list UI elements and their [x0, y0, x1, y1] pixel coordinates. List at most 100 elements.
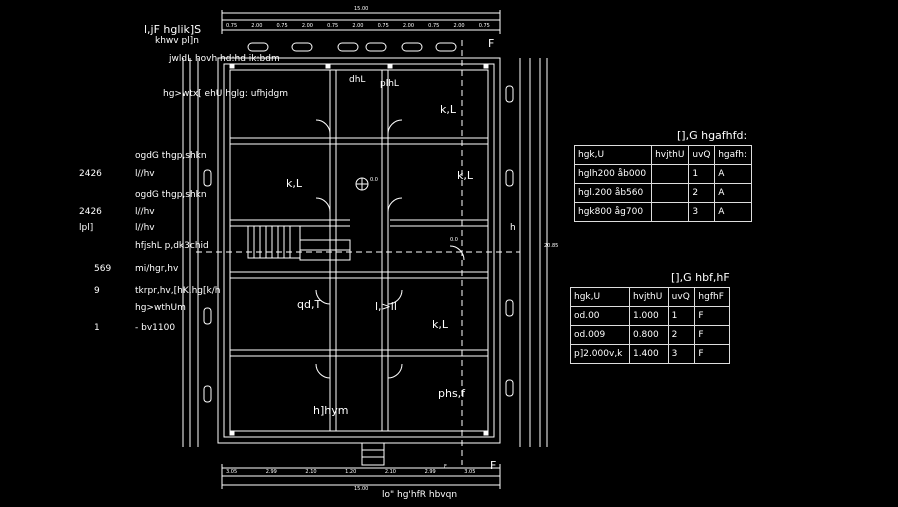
schedule-cell: 2	[688, 183, 716, 203]
legend-title: l,jF hglik]S	[144, 23, 202, 36]
dimension-label: 0.75	[428, 23, 440, 29]
section-marker-bottom-right: F	[490, 459, 497, 472]
dimension-label: 2.00	[402, 23, 415, 29]
dimension-label: 2.00	[352, 23, 364, 29]
room-label-lower-left: qd,T	[297, 298, 322, 311]
schedule-cell: A	[714, 164, 752, 184]
level-tag-2: 0.0	[450, 237, 458, 243]
dimension-label: 0.75	[478, 23, 490, 29]
legend-item-label: hg>wthUm	[135, 303, 186, 313]
legend-item-label: l//hv	[135, 207, 155, 217]
legend-item-label: ogdG thgp,shkn	[135, 190, 207, 200]
schedule-cell: hgk800 åg700	[573, 202, 653, 222]
schedule-cell	[651, 164, 690, 184]
schedule-cell: 1	[667, 306, 696, 326]
schedule-cell: od.009	[570, 325, 630, 345]
schedule-cell: 2	[667, 325, 696, 345]
legend-item-label: - bv1100	[135, 323, 176, 333]
dimension-label: 2.00	[301, 23, 313, 29]
schedule-cell: p]2.000v,k	[570, 344, 630, 364]
room-label-bottom-right: phs,f	[438, 387, 466, 400]
dimension-label: 3.05	[226, 469, 238, 475]
room-label-top-right: k,L	[440, 103, 456, 116]
side-total-dimension: 20.85	[544, 243, 559, 249]
legend-item-number: 1	[94, 323, 100, 333]
schedule-cell: 3	[688, 202, 716, 222]
schedule-cell: F	[694, 306, 730, 326]
schedule-cell: F	[694, 325, 730, 345]
legend-item-label: ogdG thgp,shkn	[135, 151, 207, 161]
schedule-cell: hgl.200 åb560	[573, 183, 653, 203]
dimension-label: 0.75	[226, 23, 238, 29]
schedule-header-cell: uvQ	[667, 287, 696, 307]
legend-item-number: 2426	[79, 169, 102, 179]
legend-item-label: mi/hgr,hv	[135, 264, 179, 274]
legend-item-label: l//hv	[135, 223, 155, 233]
legend-note-a: hg>wtx[ ehU hglg: ufhjdgm	[163, 89, 289, 99]
room-label-top-center: plhL	[380, 79, 399, 89]
section-marker-bottom-left: F	[444, 464, 447, 470]
legend-item-label: hfjshL p,dk3chid	[135, 241, 209, 251]
legend-item-label: tkrpr,hv,[hK,hg[k/h	[135, 286, 221, 296]
dimension-label: 3.05	[464, 469, 476, 475]
schedule-cell: hglh200 åb000	[573, 164, 653, 184]
schedule-header-cell: hvjthU	[651, 145, 690, 165]
schedule-cell: 3	[667, 344, 696, 364]
room-label-lower-center: l,>ll	[375, 300, 397, 313]
schedule-header-cell: hvjthU	[628, 287, 669, 307]
room-label-top-center-2: dhL	[349, 75, 366, 85]
legend-item-number: 2426	[79, 207, 102, 217]
section-marker-top-right: F	[488, 37, 495, 50]
legend-item-number: 9	[94, 286, 100, 296]
dimension-label: 0.75	[327, 23, 339, 29]
dimension-label: 1.20	[345, 469, 357, 475]
schedule-title-doors: [],G hbf,hF	[671, 271, 730, 284]
legend-note-top: jwldL hovh hd:hd ik:bdm	[169, 54, 280, 64]
schedule-header-cell: hgk,U	[570, 287, 630, 307]
stair-tag: h	[510, 223, 516, 233]
top-overall-dimension: 15.00	[354, 6, 369, 12]
schedule-cell: A	[714, 202, 752, 222]
bottom-overall-dimension: 15.00	[354, 486, 369, 492]
room-label-top-left: k,L	[286, 177, 302, 190]
schedule-cell	[651, 202, 690, 222]
drawing-caption: lo" hg'hfR hbvqn	[382, 490, 458, 500]
schedule-cell: od.00	[570, 306, 630, 326]
room-label-bottom-left: h]hym	[313, 404, 349, 417]
legend-item-number: lpl]	[79, 223, 94, 233]
legend-item-label: l//hv	[135, 169, 155, 179]
schedule-header-cell: hgafh:	[714, 145, 752, 165]
dimension-label: 0.75	[276, 23, 288, 29]
schedule-cell: 1.000	[628, 306, 669, 326]
level-tag: 0.0	[370, 177, 378, 183]
schedule-cell: A	[714, 183, 752, 203]
schedule-cell: 0.800	[628, 325, 669, 345]
schedule-title-windows: [],G hgafhfd:	[677, 129, 748, 142]
dimension-label: 2.99	[424, 469, 436, 475]
schedule-header-cell: hgfhF	[694, 287, 730, 307]
schedule-cell: 1	[688, 164, 716, 184]
schedule-header-cell: hgk,U	[573, 145, 653, 165]
dimension-label: 2.99	[265, 469, 277, 475]
schedule-cell	[651, 183, 690, 203]
schedule-cell: F	[694, 344, 730, 364]
legend-item-number: 569	[94, 264, 112, 274]
dimension-label: 0.75	[377, 23, 389, 29]
dimension-label: 2.10	[384, 469, 396, 475]
schedule-header-cell: uvQ	[688, 145, 716, 165]
room-label-mid-right: k,L	[457, 169, 473, 182]
dimension-label: 2.00	[453, 23, 465, 29]
legend-subtitle: khwv pl]n	[155, 36, 199, 46]
room-label-lower-right: k,L	[432, 318, 448, 331]
dimension-label: 2.00	[251, 23, 263, 29]
